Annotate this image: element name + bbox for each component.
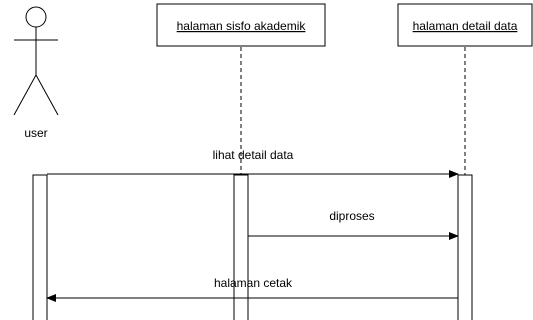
lifeline-box-sisfo-akademik [156,3,326,47]
lifeline-box-detail-data [397,3,533,47]
activation-bar-sisfo-akademik [233,174,249,320]
message-lihat-detail-data: lihat detail data [47,148,459,178]
activation-bar-detail-data [457,174,473,320]
message-label-lihat-detail-data: lihat detail data [213,148,294,162]
lifeline-label-detail-data: halaman detail data [413,19,518,33]
actor-user: user [13,6,59,140]
lifeline-header-detail-data: halaman detail data [397,3,533,47]
lifeline-label-sisfo-akademik: halaman sisfo akademik [177,19,307,33]
actor-label: user [24,126,47,140]
message-halaman-cetak: halaman cetak [46,276,458,302]
lifeline-header-sisfo-akademik: halaman sisfo akademik [156,3,326,47]
activation-bar-user [32,174,48,320]
actor-head [25,6,47,28]
actor-left-leg [13,74,37,116]
actor-right-leg [35,74,59,116]
message-label-halaman-cetak: halaman cetak [214,276,293,290]
message-diproses: diproses [248,209,459,240]
message-label-diproses: diproses [329,209,374,223]
